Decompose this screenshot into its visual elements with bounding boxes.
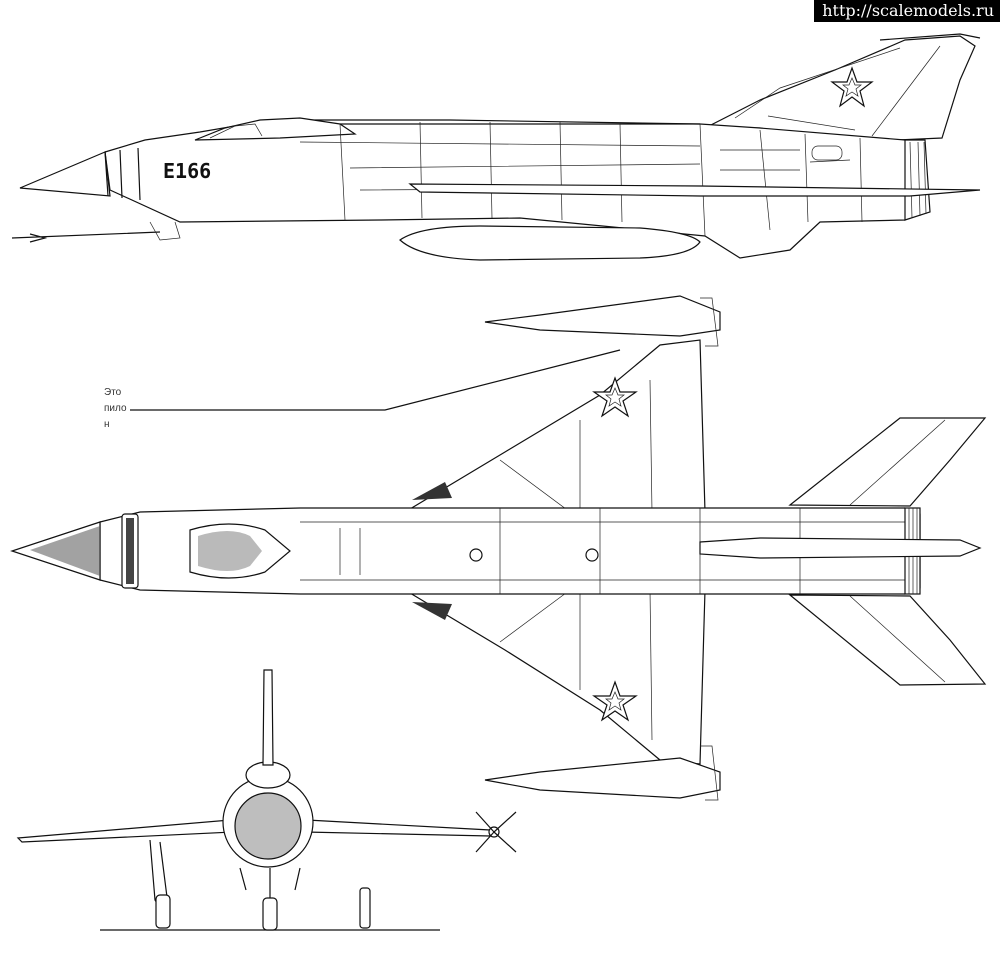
annotation-label: Это пило н [104, 387, 127, 430]
site-url-banner[interactable]: http://scalemodels.ru [814, 0, 1000, 22]
front-main-gear-right [359, 887, 371, 929]
front-wing-right [304, 819, 491, 837]
top-star-lower [592, 680, 638, 722]
side-tail-fin [704, 35, 976, 143]
side-canopy [194, 117, 357, 141]
top-missile-upper [484, 295, 721, 337]
side-number: E166 [163, 159, 211, 183]
top-missile-lower [484, 757, 721, 799]
side-nose-cone [19, 151, 111, 197]
top-canopy [189, 523, 291, 579]
annotation-leader-line [130, 349, 621, 411]
top-view [10, 295, 987, 801]
top-wing-upper [402, 339, 706, 513]
side-view: E166 [11, 33, 981, 261]
top-wing-lower [402, 589, 706, 765]
side-drop-tank [399, 225, 701, 261]
front-wing-left [16, 819, 235, 843]
top-star-upper [592, 376, 638, 418]
front-main-gear-left [155, 894, 171, 929]
front-view [16, 669, 517, 931]
top-missile-tail [699, 537, 982, 559]
side-star-insignia [830, 66, 874, 108]
front-nose-gear [262, 897, 278, 931]
side-missile [408, 183, 981, 197]
side-engine-nozzle [904, 139, 931, 221]
top-stabilizer-lower [788, 594, 987, 686]
front-tail-fin [262, 669, 274, 766]
top-stabilizer-upper [788, 417, 987, 507]
wing-root-lower-dark [412, 602, 452, 620]
wing-root-upper-dark [412, 482, 452, 500]
front-canopy [245, 761, 291, 789]
